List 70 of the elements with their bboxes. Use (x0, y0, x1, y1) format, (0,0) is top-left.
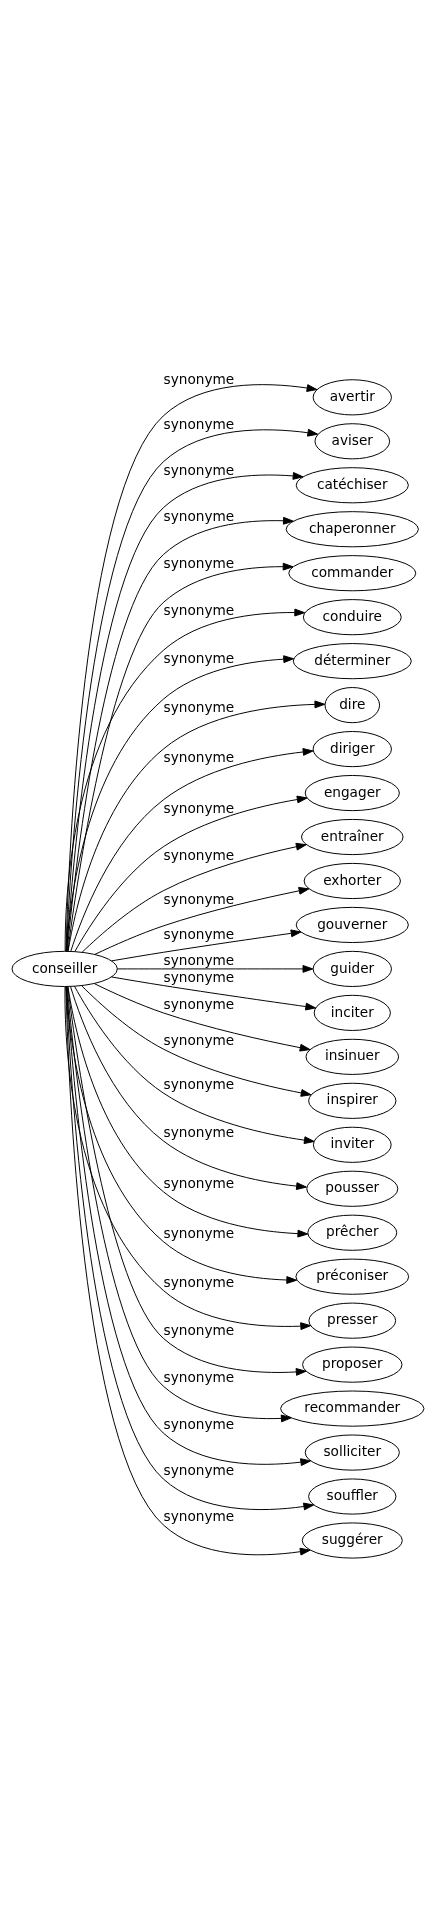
node-ellipse: dire (324, 687, 381, 724)
node-ellipse: presser (308, 1302, 397, 1339)
arrow (111, 976, 317, 1011)
node-ellipse: conseiller (11, 950, 118, 987)
node-ellipse: inviter (312, 1126, 392, 1163)
node-ellipse: exhorter (303, 862, 401, 900)
arrow (64, 608, 306, 952)
node-ellipse: commander (288, 555, 417, 592)
node-ellipse: inciter (313, 994, 391, 1031)
edge-label: synonyme (163, 1273, 235, 1290)
node-ellipse: entraîner (301, 818, 404, 856)
node-ellipse: avertir (312, 379, 392, 416)
arrow (74, 795, 308, 952)
node-ellipse: prêcher (307, 1214, 398, 1251)
edge-label: synonyme (163, 699, 235, 716)
node-ellipse: inspirer (308, 1082, 397, 1119)
edge-label: synonyme (163, 461, 235, 478)
edge-label: synonyme (163, 1174, 235, 1191)
edge-label: synonyme (163, 1508, 235, 1525)
edge-label: synonyme (163, 1224, 235, 1241)
edge-label: synonyme (163, 846, 235, 863)
node-ellipse: guider (312, 950, 392, 987)
edge-label: synonyme (163, 1076, 235, 1093)
arrow (70, 986, 307, 1191)
node-ellipse: insinuer (305, 1038, 400, 1075)
edge-label: synonyme (163, 554, 235, 571)
edge-label: synonyme (163, 650, 235, 667)
edge-label: synonyme (163, 415, 235, 432)
edge-label: synonyme (163, 925, 235, 942)
node-ellipse: gouverner (295, 906, 409, 944)
edge-label: synonyme (163, 507, 235, 524)
node-ellipse: proposer (302, 1346, 403, 1383)
edge-label: synonyme (163, 1032, 235, 1049)
arrow (81, 842, 307, 953)
edge-label: synonyme (163, 1416, 235, 1433)
node-ellipse: engager (304, 774, 400, 812)
edge-label: synonyme (163, 996, 235, 1013)
node-ellipse: chaperonner (285, 511, 419, 548)
arrow (94, 886, 310, 955)
node-ellipse: aviser (314, 423, 391, 460)
edge-label: synonyme (163, 952, 235, 969)
node-ellipse: catéchiser (295, 467, 409, 504)
edge-label: synonyme (163, 1124, 235, 1141)
arrow (67, 986, 309, 1238)
edge-label: synonyme (163, 748, 235, 765)
edge-label: synonyme (163, 968, 235, 985)
node-ellipse: déterminer (292, 643, 412, 680)
edge-label: synonyme (163, 370, 235, 387)
arrow (74, 985, 315, 1145)
edge-label: synonyme (163, 799, 235, 816)
edge-label: synonyme (163, 602, 235, 619)
arrow (67, 700, 326, 952)
arrow (66, 986, 292, 1423)
arrow (65, 986, 298, 1284)
arrow (116, 965, 314, 973)
arrow (81, 985, 312, 1097)
edge-label: synonyme (163, 1462, 235, 1479)
node-ellipse: solliciter (304, 1434, 400, 1471)
node-ellipse: conduire (302, 599, 402, 636)
edge-label: synonyme (163, 1321, 235, 1338)
edge-label: synonyme (163, 890, 235, 907)
arrow (94, 983, 311, 1052)
edge-label: synonyme (163, 1369, 235, 1386)
arrow (111, 929, 302, 962)
arrow (65, 655, 295, 952)
node-ellipse: préconiser (295, 1258, 410, 1295)
node-ellipse: diriger (312, 731, 392, 768)
node-ellipse: souffler (308, 1478, 397, 1515)
node-ellipse: pousser (306, 1170, 399, 1207)
arrow (70, 748, 314, 952)
